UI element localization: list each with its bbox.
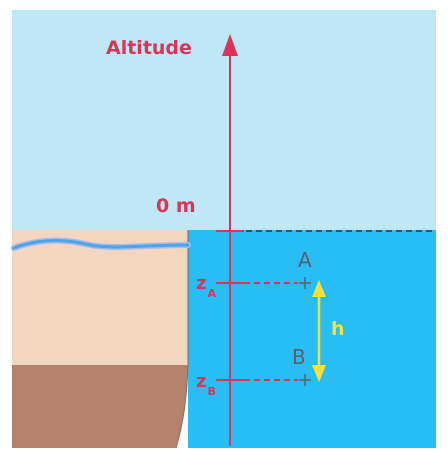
sand-layer [12,230,188,365]
depth-arrow-head-bottom [312,365,326,382]
sky [12,10,436,230]
altitude-axis-arrowhead [222,34,238,56]
level-b-label: zB [196,371,216,398]
depth-arrow-head-top [312,280,326,297]
rock-layer [12,365,188,448]
point-a-label: A [298,248,312,272]
stream [12,239,190,250]
water [188,230,436,448]
depth-label: h [331,318,345,340]
level-a-subscript: A [207,287,216,300]
zero-label: 0 m [156,195,196,217]
level-b-prefix: z [196,371,206,392]
point-b-marker [299,374,311,386]
level-a-label: zA [196,273,216,300]
point-b-label: B [292,345,306,369]
level-a-prefix: z [196,273,206,294]
bank-edge [175,230,189,449]
point-a-marker [299,277,311,289]
axis-title: Altitude [106,37,192,59]
level-b-subscript: B [207,385,215,398]
